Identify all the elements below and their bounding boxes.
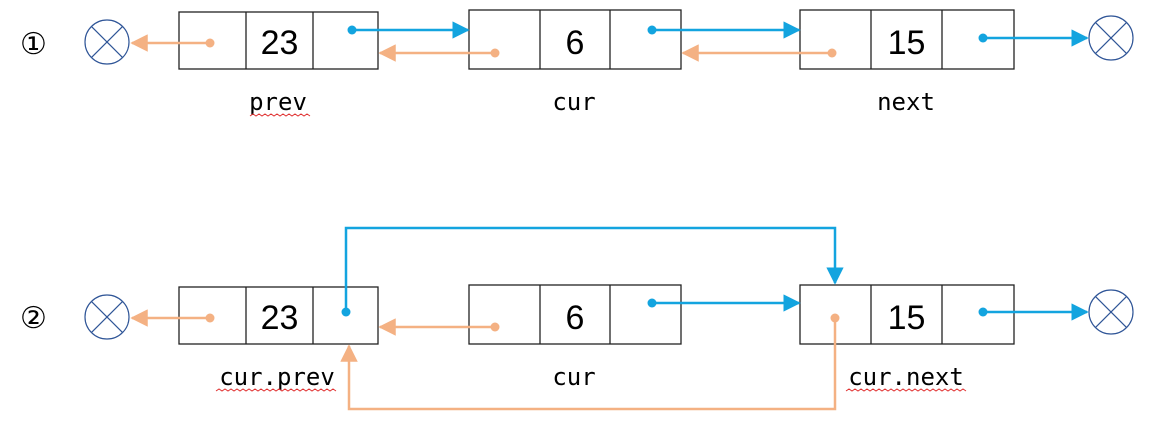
node-value: 23 — [261, 299, 299, 337]
node-value: 6 — [566, 24, 585, 62]
node-value: 15 — [888, 24, 926, 62]
node-value: 23 — [261, 24, 299, 62]
null-left-icon — [84, 19, 130, 65]
prev-pointer-arrow — [378, 318, 500, 336]
next-pointer-arrow — [647, 294, 801, 312]
node-label-cur: cur — [552, 363, 595, 391]
next-pointer-arrow — [647, 21, 801, 39]
next-pointer-arrow — [978, 29, 1089, 47]
node-next: 15 — [799, 9, 1015, 70]
null-right-icon — [1088, 289, 1134, 335]
node-label-prev: prev — [249, 88, 307, 116]
node-label-cur-next: cur.next — [848, 363, 964, 391]
prev-pointer-arrow — [130, 309, 215, 327]
bypass-next-pointer-arrow — [341, 226, 844, 317]
node-value: 6 — [566, 299, 585, 337]
bypass-prev-pointer-arrow — [340, 313, 840, 411]
step-marker-1: ① — [20, 27, 47, 62]
node-label-cur-prev: cur.prev — [219, 363, 335, 391]
spellcheck-underline — [249, 113, 311, 117]
spellcheck-underline — [845, 388, 967, 392]
node-cur: 6 — [468, 9, 682, 70]
prev-pointer-arrow — [681, 44, 837, 62]
step-1: ① 23 prev 6 cur 15 — [20, 9, 1134, 117]
step-2: ② 23 cur.prev 6 cur 15 — [20, 226, 1134, 411]
prev-pointer-arrow — [130, 34, 215, 52]
node-cur: 6 — [468, 284, 682, 345]
node-label-cur: cur — [552, 88, 595, 116]
step-marker-2: ② — [20, 301, 47, 336]
node-label-next: next — [877, 88, 935, 116]
next-pointer-arrow — [347, 21, 470, 39]
next-pointer-arrow — [978, 303, 1089, 321]
spellcheck-underline — [215, 388, 337, 392]
node-value: 15 — [888, 299, 926, 337]
null-right-icon — [1088, 15, 1134, 61]
prev-pointer-arrow — [378, 44, 500, 62]
null-left-icon — [84, 294, 130, 340]
